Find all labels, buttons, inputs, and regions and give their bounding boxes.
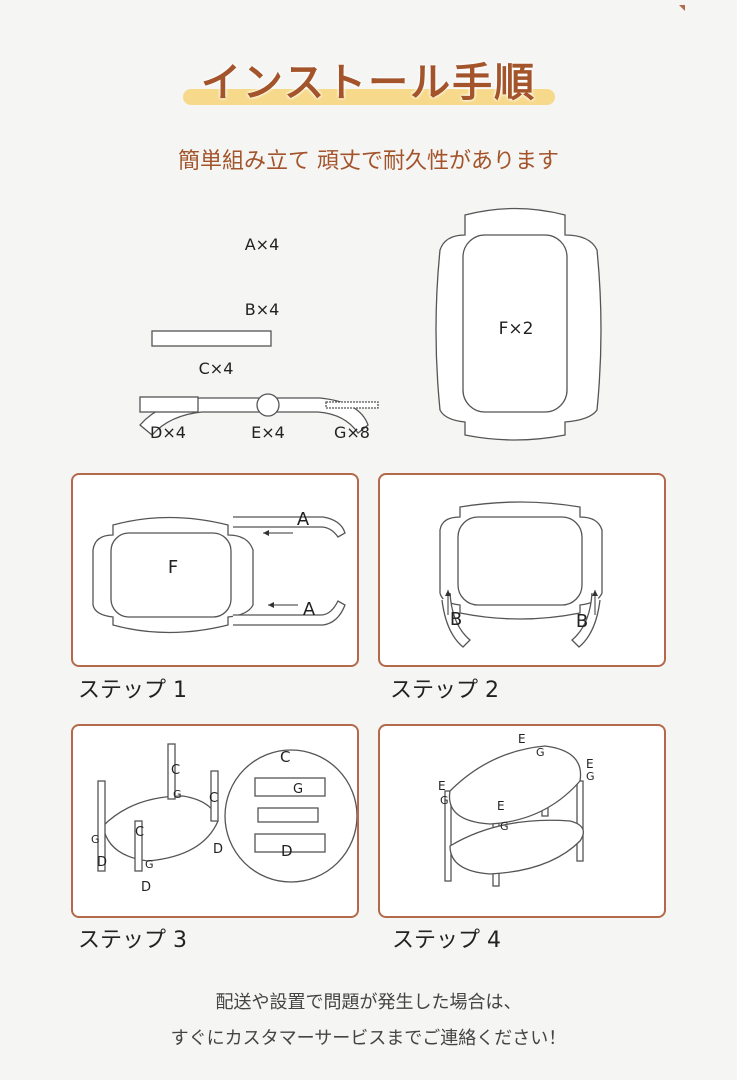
part-b-label: B×4	[245, 300, 280, 319]
callout-g: G	[91, 833, 100, 846]
part-d-bar	[139, 396, 199, 413]
footer-line-2: すぐにカスタマーサービスまでご連絡ください！	[170, 1028, 567, 1049]
step-2-diagram: B B	[439, 501, 603, 648]
callout-g: G	[536, 746, 545, 759]
callout-d: D	[141, 880, 151, 895]
step-2-panel: B B	[378, 473, 666, 667]
step-1-panel: F A A	[71, 473, 359, 667]
callout-a: A	[297, 509, 310, 530]
callout-g: G	[173, 788, 182, 801]
footer-line-1: 配送や設置で問題が発生した場合は、	[215, 992, 522, 1013]
callout-c: C	[135, 825, 144, 840]
callout-f: F	[168, 557, 178, 578]
step-1-diagram: F A A	[92, 509, 346, 634]
step-4-panel: E E E E G G G G	[378, 724, 666, 918]
callout-e: E	[438, 779, 446, 793]
callout-d: D	[213, 842, 223, 857]
zoom-callout-g: G	[293, 782, 303, 797]
step-4-label: ステップ 4	[392, 928, 501, 953]
step-4-diagram: E E E E G G G G	[438, 732, 595, 887]
step-3-panel: C C C D D D G G G C G D	[71, 724, 359, 918]
subtitle: 簡単組み立て 頑丈で耐久性があります	[178, 149, 559, 174]
corner-mark	[679, 5, 685, 11]
callout-e: E	[518, 732, 526, 746]
zoom-callout-c: C	[280, 748, 290, 766]
callout-e: E	[497, 799, 505, 813]
step-3-label: ステップ 3	[78, 928, 187, 953]
part-g-spring	[325, 401, 379, 409]
zoom-callout-d: D	[281, 842, 293, 860]
callout-g: G	[440, 794, 449, 807]
callout-g: G	[586, 770, 595, 783]
page-title: インストール手順	[200, 60, 537, 106]
step-1-label: ステップ 1	[78, 678, 187, 703]
part-d-label: D×4	[150, 423, 186, 442]
step-2-label: ステップ 2	[390, 678, 499, 703]
part-e-label: E×4	[251, 423, 285, 442]
part-c-label: C×4	[199, 359, 234, 378]
part-a-label: A×4	[245, 235, 280, 254]
callout-b: B	[576, 611, 588, 632]
parts-diagram: A×4 B×4 C×4 D×4 E×4 G×8 F×2	[139, 207, 602, 442]
part-g-label: G×8	[334, 423, 370, 442]
callout-c: C	[209, 791, 218, 806]
callout-c: C	[171, 763, 180, 778]
part-c-bar	[151, 330, 272, 347]
callout-e: E	[586, 757, 594, 771]
callout-b: B	[450, 609, 462, 630]
title-underline	[183, 89, 555, 105]
callout-g: G	[500, 820, 509, 833]
callout-d: D	[97, 855, 107, 870]
step-3-diagram: C C C D D D G G G C G D	[91, 743, 358, 895]
callout-a: A	[303, 599, 316, 620]
callout-g: G	[145, 858, 154, 871]
part-e-cap	[256, 393, 280, 417]
part-f-label: F×2	[499, 319, 534, 339]
